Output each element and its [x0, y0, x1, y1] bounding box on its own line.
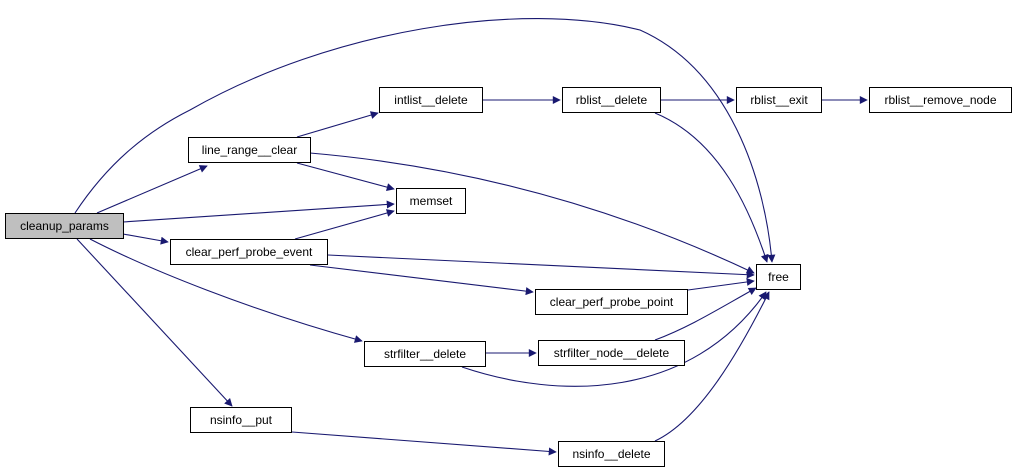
- node-free[interactable]: free: [756, 264, 801, 290]
- node-rblist__delete[interactable]: rblist__delete: [562, 87, 661, 113]
- edge-line_range__clear-free: [309, 152, 755, 274]
- edge-cleanup_params-nsinfo__put: [76, 238, 233, 407]
- node-clear_perf_probe_event[interactable]: clear_perf_probe_event: [170, 239, 328, 265]
- node-strfilter_node__delete[interactable]: strfilter_node__delete: [538, 340, 685, 366]
- edge-clear_perf_probe_event-free: [327, 254, 755, 279]
- edge-nsinfo__put-nsinfo__delete: [291, 431, 557, 456]
- edge-clear_perf_probe_event-memset: [294, 209, 395, 240]
- edge-line_range__clear-memset: [296, 162, 395, 191]
- node-cleanup_params: cleanup_params: [5, 213, 124, 239]
- node-memset[interactable]: memset: [396, 188, 466, 214]
- edge-clear_perf_probe_point-free: [687, 278, 755, 291]
- edge-cleanup_params-clear_perf_probe_event: [122, 233, 169, 245]
- edge-line_range__clear-intlist__delete: [296, 111, 379, 138]
- node-rblist__exit[interactable]: rblist__exit: [736, 87, 822, 113]
- node-nsinfo__put[interactable]: nsinfo__put: [190, 407, 292, 433]
- edge-nsinfo__delete-free: [654, 291, 770, 442]
- edge-rblist__delete-free: [654, 112, 769, 263]
- node-nsinfo__delete[interactable]: nsinfo__delete: [558, 441, 665, 467]
- edge-strfilter_node__delete-free: [654, 287, 757, 341]
- node-line_range__clear[interactable]: line_range__clear: [188, 137, 311, 163]
- edge-cleanup_params-free: [74, 18, 776, 263]
- edge-strfilter__delete-free: [461, 291, 767, 387]
- edge-clear_perf_probe_event-clear_perf_probe_point: [309, 264, 534, 296]
- node-rblist__remove_node[interactable]: rblist__remove_node: [869, 87, 1012, 113]
- node-intlist__delete[interactable]: intlist__delete: [379, 87, 483, 113]
- edge-cleanup_params-strfilter__delete: [89, 238, 363, 343]
- edge-cleanup_params-memset: [122, 200, 395, 223]
- node-clear_perf_probe_point[interactable]: clear_perf_probe_point: [535, 289, 688, 315]
- node-strfilter__delete[interactable]: strfilter__delete: [364, 341, 486, 367]
- edge-cleanup_params-line_range__clear: [96, 165, 208, 214]
